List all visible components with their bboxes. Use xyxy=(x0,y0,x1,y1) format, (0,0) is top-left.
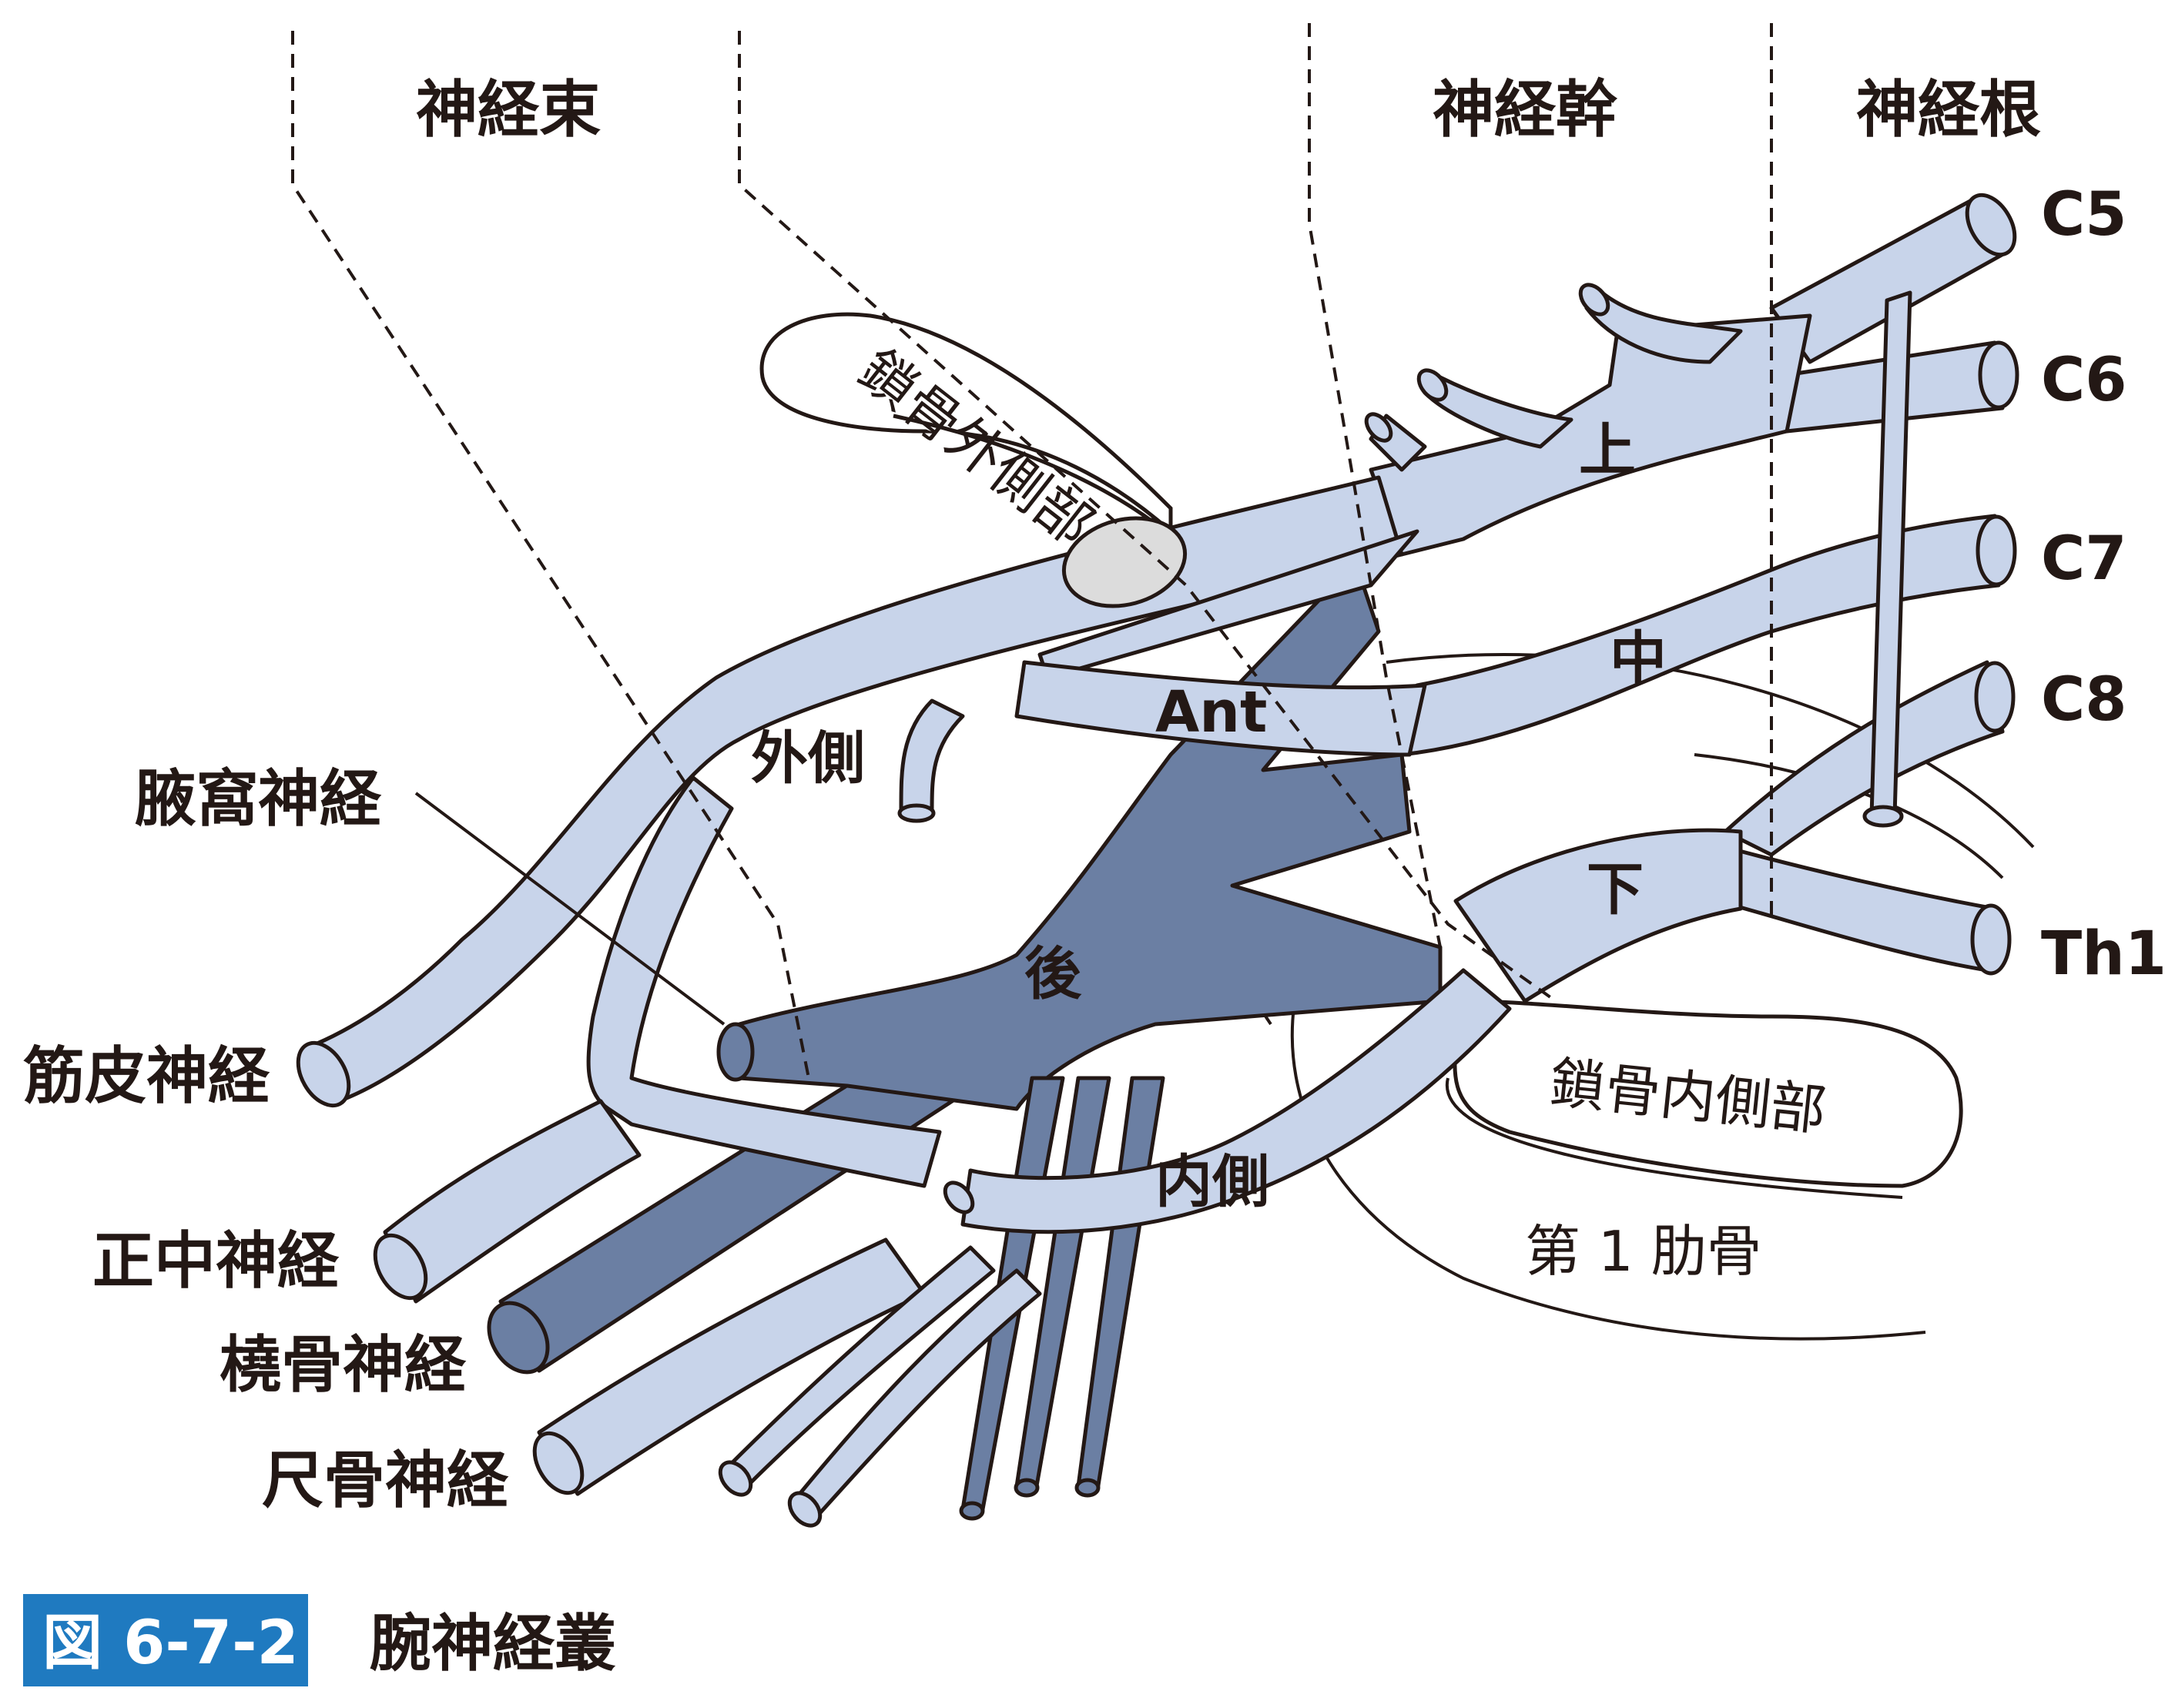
cord-label-lateral: 外側 xyxy=(751,725,865,792)
median-branch-shape xyxy=(586,775,942,1188)
root-labels: C5 C6 C7 C8 Th1 xyxy=(2041,180,2167,989)
upper-trunk-shape xyxy=(1369,313,1812,557)
nerve-label-musculocutaneous: 筋皮神経 xyxy=(23,1040,270,1112)
trunk-label-upper: 上 xyxy=(1579,417,1636,484)
division-label-anterior: Ant xyxy=(1155,679,1267,745)
clavicle-medial-shape xyxy=(1445,999,1963,1199)
section-headers: 神経束 神経幹 神経根 xyxy=(416,74,2041,146)
lower-trunk-shape xyxy=(1453,828,1743,1003)
nerve-label-axillary: 腋窩神経 xyxy=(135,763,382,835)
trunk-label-lower: 下 xyxy=(1587,856,1644,923)
clavicle-lateral-shape xyxy=(759,312,1188,608)
root-label-c8: C8 xyxy=(2041,665,2127,735)
trunk-label-middle: 中 xyxy=(1610,625,1667,692)
root-label-c6: C6 xyxy=(2041,346,2127,415)
caption-badge xyxy=(23,1594,308,1686)
header-roots: 神経根 xyxy=(1856,74,2041,146)
root-label-c5: C5 xyxy=(2041,180,2127,250)
root-th1-shape xyxy=(1715,845,1997,973)
cord-label-medial: 内側 xyxy=(1155,1149,1269,1215)
section-dividers xyxy=(291,23,1773,1079)
landmark-label-first-rib: 第 1 肋骨 xyxy=(1525,1219,1762,1284)
header-trunks: 神経幹 xyxy=(1433,74,1618,146)
root-c8-shape xyxy=(1723,660,2005,857)
light-nerves xyxy=(296,193,2019,1528)
medial-cord-shape xyxy=(960,968,1512,1234)
caption-title: 腕神経叢 xyxy=(370,1608,616,1680)
figure-caption: 図 6-7-2 腕神経叢 xyxy=(23,1594,616,1686)
axillary-leader-line xyxy=(414,792,726,1026)
root-label-th1: Th1 xyxy=(2041,919,2167,989)
cord-labels: 外側 後 内側 xyxy=(751,725,1269,1215)
median-nerve-shape xyxy=(383,1099,642,1304)
header-cords: 神経束 xyxy=(416,74,601,146)
nerve-label-ulnar: 尺骨神経 xyxy=(262,1445,509,1516)
nerve-label-median: 正中神経 xyxy=(92,1225,340,1297)
trunk-labels: 上 中 下 Ant xyxy=(1155,417,1667,923)
nerve-labels: 腋窩神経 筋皮神経 正中神経 橈骨神経 尺骨神経 xyxy=(23,763,509,1516)
cord-label-posterior: 後 xyxy=(1024,941,1082,1007)
caption-number: 図 6-7-2 xyxy=(42,1609,299,1678)
nerve-label-radial: 橈骨神経 xyxy=(220,1329,467,1401)
root-label-c7: C7 xyxy=(2041,524,2127,594)
